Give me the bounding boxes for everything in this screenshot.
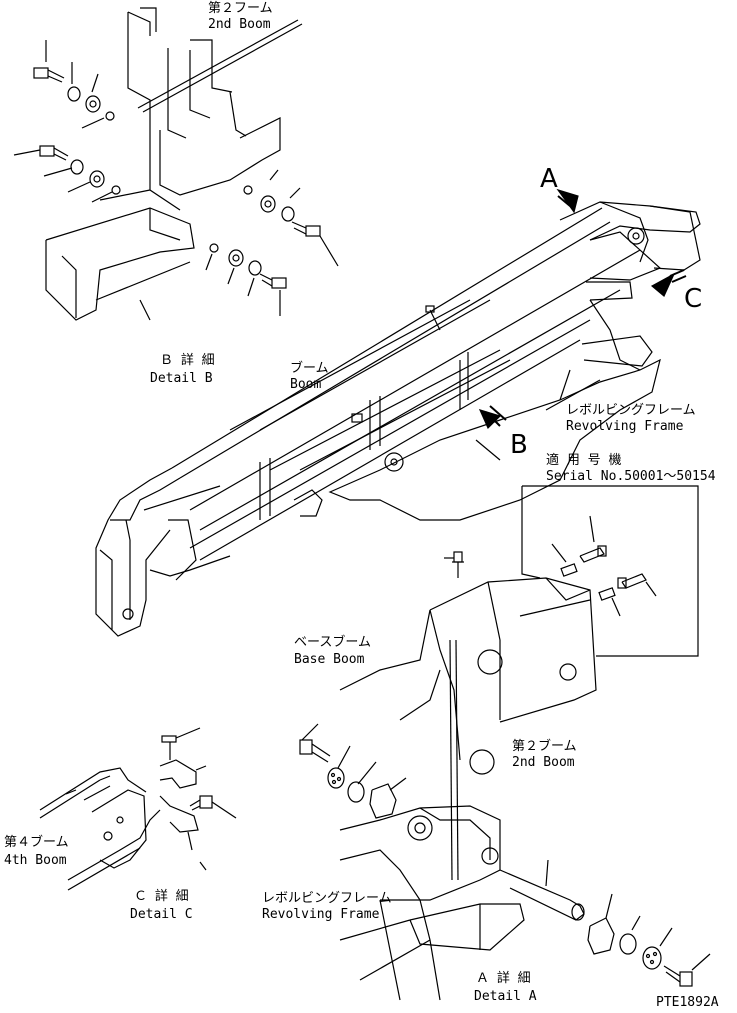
view-b-label: B — [510, 430, 528, 460]
bolt-icon — [39, 145, 69, 161]
grease-fitting-icon — [452, 551, 464, 578]
serial-label-jp: 適 用 号 機 — [546, 453, 622, 468]
boom-assembly-drawing — [95, 201, 701, 637]
view-a-label: A — [540, 164, 558, 194]
washer-icon — [619, 933, 637, 955]
fourth-boom-label-jp: 第４ブーム — [4, 835, 69, 850]
nut-icon — [243, 185, 253, 195]
detail-a-label-jp: Ａ 詳 細 — [476, 971, 531, 986]
bolt-icon — [259, 273, 287, 289]
second-boom-label-jp: 第２ブーム — [512, 739, 577, 754]
washer-icon — [347, 781, 365, 803]
bolt-icon — [663, 965, 693, 987]
revolving-frame-label-2: Revolving Frame — [262, 907, 380, 922]
drawing-code: PTE1892A — [656, 995, 719, 1010]
nut-icon — [209, 243, 219, 253]
nut-icon — [111, 185, 121, 195]
second-boom-label: 2nd Boom — [512, 755, 575, 770]
boom-label-jp: ブーム — [290, 361, 329, 376]
view-direction-arrow-icon — [556, 188, 579, 214]
serial-inset-drawing — [521, 485, 699, 657]
washer-icon — [642, 946, 662, 970]
detail-c-label-jp: Ｃ 詳 細 — [134, 889, 189, 904]
revolving-frame-label-1: Revolving Frame — [566, 419, 684, 434]
washer-icon — [248, 260, 262, 276]
boom-label: Boom — [290, 377, 322, 392]
base-boom-label: Base Boom — [294, 652, 365, 667]
bolt-icon — [291, 221, 321, 237]
view-direction-arrow-icon — [478, 405, 507, 430]
detail-a-drawing — [299, 551, 711, 1001]
revolving-frame-label-jp-1: レボルビングフレーム — [566, 403, 696, 418]
base-boom-label-jp: ベースブーム — [294, 635, 371, 650]
washer-icon — [67, 86, 81, 102]
washer-icon — [89, 170, 105, 188]
bolt-icon — [579, 545, 607, 563]
washer-icon — [85, 95, 101, 113]
washer-icon — [281, 206, 295, 222]
detail-c-label: Detail C — [130, 907, 193, 922]
bushing — [369, 783, 397, 819]
detail-c-drawing — [39, 727, 237, 891]
detail-b-label: Detail B — [150, 371, 213, 386]
second-frame-label-jp: 第２フーム — [208, 1, 273, 16]
washer-icon — [327, 767, 345, 789]
detail-b-drawing — [13, 7, 339, 321]
detail-a-label: Detail A — [474, 989, 537, 1004]
grease-fitting-icon — [425, 305, 441, 331]
washer-icon — [260, 195, 276, 213]
bolt-icon — [617, 573, 647, 589]
bolt-icon — [161, 735, 177, 760]
detail-b-label-jp: Ｂ 詳 細 — [160, 353, 215, 368]
bolt-icon — [189, 795, 213, 811]
second-boom-label-top: 2nd Boom — [208, 17, 271, 32]
nut-icon — [105, 111, 115, 121]
bolt-icon — [299, 739, 331, 763]
washer-icon — [228, 249, 244, 267]
washer-icon — [70, 159, 84, 175]
view-c-label: C — [684, 284, 703, 314]
revolving-frame-label-jp-2: レボルビングフレーム — [262, 891, 392, 906]
serial-number-label: Serial No.50001～50154 — [546, 469, 716, 484]
bolt-icon — [33, 67, 65, 83]
fourth-boom-label: 4th Boom — [4, 853, 67, 868]
view-direction-arrow-icon — [650, 269, 687, 297]
